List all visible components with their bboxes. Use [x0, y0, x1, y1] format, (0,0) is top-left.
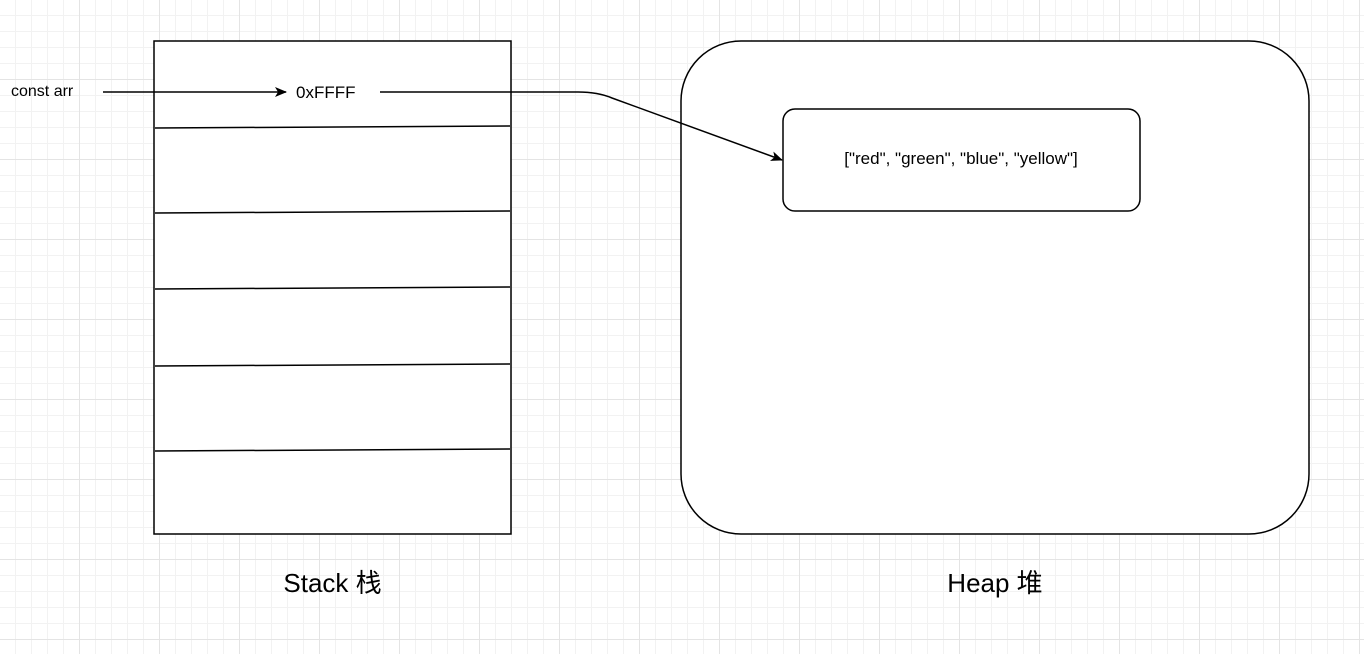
- address-label: 0xFFFF: [296, 83, 356, 102]
- stack-divider-4: [154, 363, 511, 367]
- stack-divider-1: [154, 125, 511, 129]
- variable-label: const arr: [11, 83, 74, 100]
- heap-title: Heap 堆: [947, 568, 1043, 598]
- stack-divider-3: [154, 286, 511, 290]
- stack-title: Stack 栈: [283, 568, 382, 598]
- stack-divider-2: [154, 210, 511, 214]
- heap-object-value: ["red", "green", "blue", "yellow"]: [844, 149, 1078, 168]
- address-to-heap-arrow: [380, 91, 783, 161]
- stack-divider-5: [154, 448, 511, 452]
- heap-object-box: [782, 108, 1141, 212]
